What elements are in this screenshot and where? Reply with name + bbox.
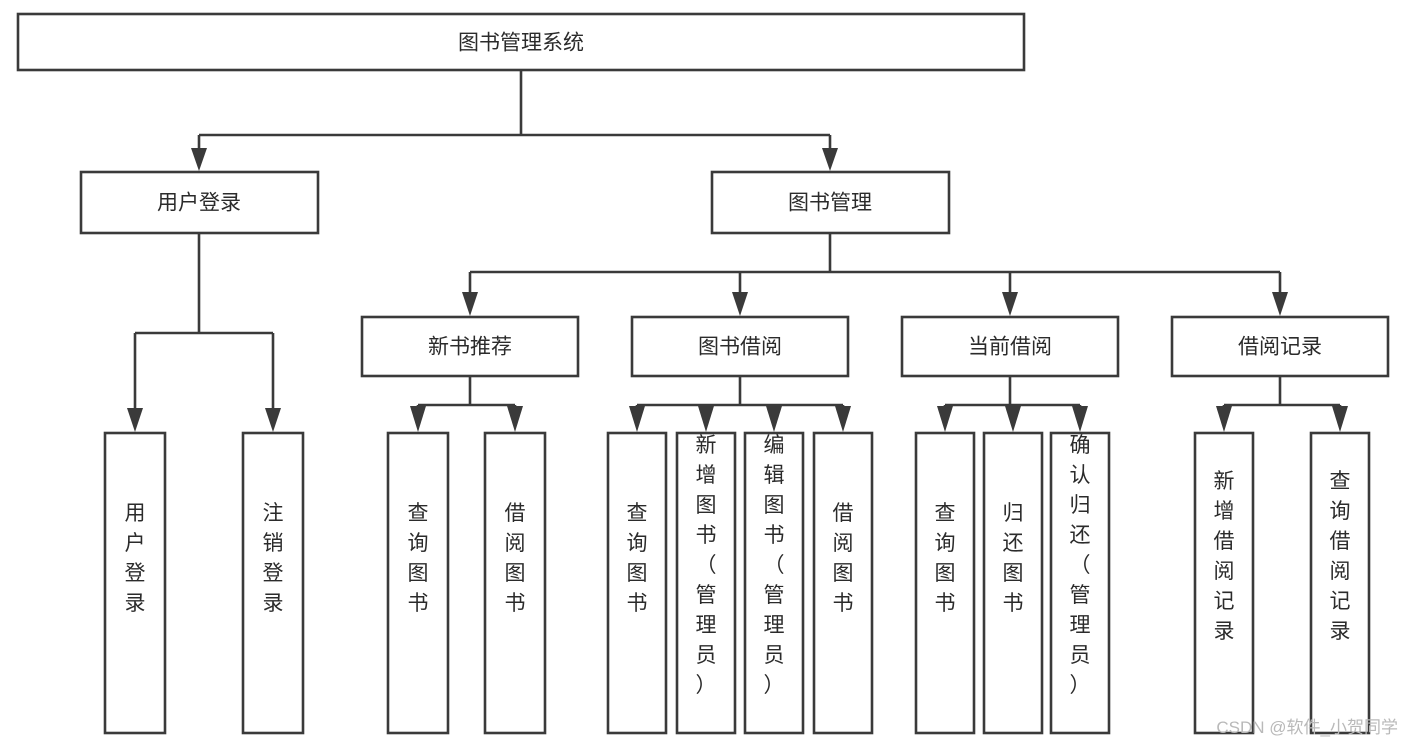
leaf-record-add-box[interactable]: [1193, 431, 1255, 735]
leaf-node[interactable]: 查询图书: [914, 431, 976, 735]
connector-group-current: [937, 376, 1088, 432]
arrow-head-newbook-leaf-2: [507, 406, 523, 432]
leaf-borrow-query-box[interactable]: [606, 431, 668, 735]
arrow-head-bookmgmt: [822, 148, 838, 171]
leaf-record-query-label: 查询借阅记录: [1330, 470, 1351, 643]
connector-group-borrow: [629, 376, 851, 432]
leaf-user-login-box[interactable]: [103, 431, 167, 735]
connector-group-bookmgmt: [462, 233, 1288, 316]
node-current-borrow[interactable]: 当前借阅: [900, 315, 1120, 378]
arrow-head-borrow-leaf-3: [766, 406, 782, 432]
leaf-current-confirm-label: 确认归还（管理员）: [1070, 434, 1091, 697]
leaf-record-add-label: 新增借阅记录: [1214, 470, 1235, 643]
arrow-head-record-leaf-1: [1216, 406, 1232, 432]
node-new-book-recommend-label: 新书推荐: [428, 336, 512, 359]
leaf-current-confirm-box[interactable]: [1049, 431, 1111, 735]
node-user-login-label: 用户登录: [157, 192, 241, 215]
leaf-record-query-box[interactable]: [1309, 431, 1371, 735]
leaf-borrow-query-label: 查询图书: [627, 502, 648, 615]
leaf-logout-box[interactable]: [241, 431, 305, 735]
arrow-head-mid-3: [1002, 292, 1018, 316]
leaf-borrow-borrow-box[interactable]: [812, 431, 874, 735]
arrow-head-current-leaf-1: [937, 406, 953, 432]
arrow-head-borrow-leaf-2: [698, 406, 714, 432]
arrow-head-newbook-leaf-1: [410, 406, 426, 432]
node-book-borrow[interactable]: 图书借阅: [630, 315, 850, 378]
leaf-node[interactable]: 归还图书: [982, 431, 1044, 735]
leaf-node[interactable]: 新增借阅记录: [1193, 431, 1255, 735]
node-book-management-label: 图书管理: [788, 192, 872, 215]
leaf-borrow-edit-label: 编辑图书（管理员）: [764, 434, 785, 697]
node-book-management[interactable]: 图书管理: [710, 170, 951, 235]
leaf-borrow-add-box[interactable]: [675, 431, 737, 735]
node-book-management-box[interactable]: [710, 170, 951, 235]
node-user-login[interactable]: 用户登录: [79, 170, 320, 235]
arrow-head-current-leaf-2: [1005, 406, 1021, 432]
leaf-node[interactable]: 查询借阅记录: [1309, 431, 1371, 735]
connector-group-root: [191, 70, 838, 171]
arrow-head-userlogin-leaf-2: [265, 408, 281, 432]
leaf-node[interactable]: 借阅图书: [483, 431, 547, 735]
connector-group-record: [1216, 376, 1348, 432]
node-book-borrow-label: 图书借阅: [698, 336, 782, 359]
node-new-book-recommend[interactable]: 新书推荐: [360, 315, 580, 378]
leaf-node[interactable]: 编辑图书（管理员）: [743, 431, 805, 735]
node-book-borrow-box[interactable]: [630, 315, 850, 378]
arrow-head-mid-4: [1272, 292, 1288, 316]
leaf-node[interactable]: 注销登录: [241, 431, 305, 735]
leaf-newbook-query-box[interactable]: [386, 431, 450, 735]
node-borrow-record-box[interactable]: [1170, 315, 1390, 378]
leaf-user-login-label: 用户登录: [125, 502, 146, 615]
leaf-borrow-add-label: 新增图书（管理员）: [696, 434, 717, 697]
node-current-borrow-label: 当前借阅: [968, 336, 1052, 359]
leaf-node[interactable]: 查询图书: [606, 431, 668, 735]
leaf-current-query-box[interactable]: [914, 431, 976, 735]
node-new-book-recommend-box[interactable]: [360, 315, 580, 378]
leaf-borrow-edit-box[interactable]: [743, 431, 805, 735]
arrow-head-current-leaf-3: [1072, 406, 1088, 432]
connector-group-userlogin: [127, 233, 281, 432]
leaf-current-query-label: 查询图书: [935, 502, 956, 615]
leaf-node[interactable]: 查询图书: [386, 431, 450, 735]
node-root[interactable]: 图书管理系统: [16, 12, 1026, 72]
connector-group-newbook: [410, 376, 523, 432]
node-borrow-record-label: 借阅记录: [1238, 336, 1322, 359]
leaf-current-return-box[interactable]: [982, 431, 1044, 735]
leaf-node[interactable]: 确认归还（管理员）: [1049, 431, 1111, 735]
arrow-head-userlogin-leaf-1: [127, 408, 143, 432]
leaf-node[interactable]: 用户登录: [103, 431, 167, 735]
arrow-head-borrow-leaf-4: [835, 406, 851, 432]
arrow-head-borrow-leaf-1: [629, 406, 645, 432]
leaf-borrow-borrow-label: 借阅图书: [833, 502, 854, 615]
node-user-login-box[interactable]: [79, 170, 320, 235]
arrow-head-mid-1: [462, 292, 478, 316]
arrow-head-record-leaf-2: [1332, 406, 1348, 432]
node-root-label: 图书管理系统: [458, 32, 584, 55]
leaf-node[interactable]: 借阅图书: [812, 431, 874, 735]
arrow-head-userlogin: [191, 148, 207, 171]
node-current-borrow-box[interactable]: [900, 315, 1120, 378]
leaf-node[interactable]: 新增图书（管理员）: [675, 431, 737, 735]
node-root-box[interactable]: [16, 12, 1026, 72]
node-borrow-record[interactable]: 借阅记录: [1170, 315, 1390, 378]
arrow-head-mid-2: [732, 292, 748, 316]
leaf-newbook-query-label: 查询图书: [408, 502, 429, 615]
leaf-current-return-label: 归还图书: [1003, 502, 1024, 615]
leaf-newbook-borrow-box[interactable]: [483, 431, 547, 735]
leaf-logout-label: 注销登录: [263, 502, 284, 615]
csdn-watermark: CSDN @软件_小贺同学: [1216, 718, 1398, 737]
leaf-newbook-borrow-label: 借阅图书: [505, 502, 526, 615]
